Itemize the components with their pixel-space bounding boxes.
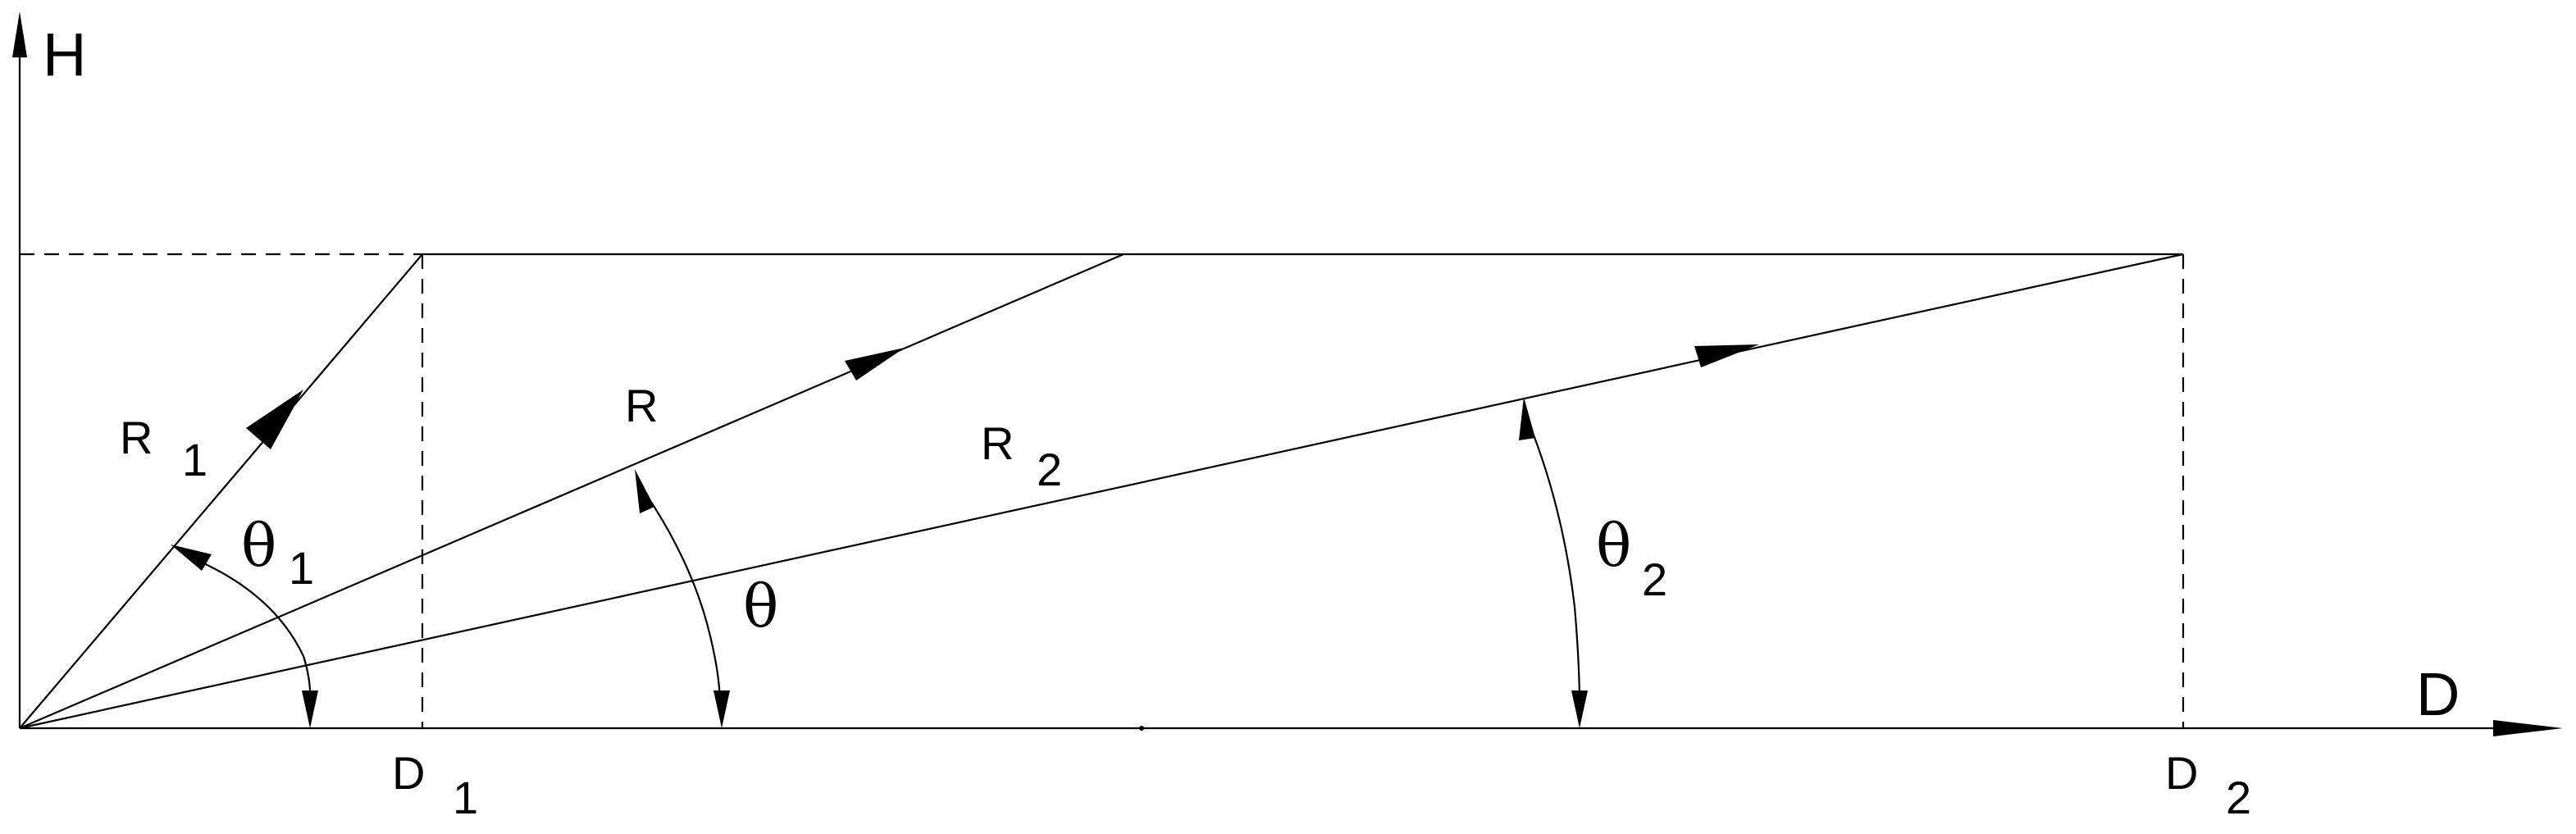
- theta2-arc-start-arrowhead: [1519, 397, 1535, 440]
- r2-vector-line: [19, 253, 2184, 730]
- theta-arc-start-arrowhead: [635, 469, 654, 513]
- r1-vector-line: [19, 253, 423, 729]
- theta2-arc-end-arrowhead: [1571, 690, 1588, 728]
- theta2-label: θ: [1596, 511, 1631, 580]
- r1-arrowhead: [246, 390, 303, 449]
- r1-subscript: 1: [182, 434, 207, 485]
- h-axis-label: H: [43, 21, 86, 89]
- d-axis-arrowhead: [2493, 720, 2563, 736]
- theta-label: θ: [743, 572, 778, 640]
- d1-subscript: 1: [453, 772, 478, 823]
- r1-label: R: [120, 412, 153, 463]
- d-axis-label: D: [2416, 660, 2460, 728]
- theta-arc: [644, 491, 722, 706]
- theta1-label: θ: [241, 511, 276, 580]
- h-axis-arrowhead: [12, 11, 27, 57]
- axis-dot: [1139, 726, 1144, 731]
- theta2-subscript: 2: [1642, 554, 1667, 605]
- r2-arrowhead: [1694, 344, 1759, 367]
- r2-subscript: 2: [1037, 444, 1062, 495]
- r-arrowhead: [845, 348, 905, 381]
- r-vector-line: [19, 253, 1124, 730]
- theta1-subscript: 1: [289, 542, 314, 594]
- d1-label: D: [392, 747, 425, 799]
- d2-subscript: 2: [2226, 772, 2251, 823]
- r2-label: R: [981, 417, 1014, 469]
- d2-label: D: [2165, 747, 2198, 799]
- theta1-arc-start-arrowhead: [171, 545, 212, 571]
- r-label: R: [625, 380, 658, 431]
- theta-arc-end-arrowhead: [714, 690, 730, 728]
- theta1-arc-end-arrowhead: [302, 690, 318, 728]
- theta2-arc: [1527, 422, 1581, 706]
- theta1-arc: [186, 554, 312, 706]
